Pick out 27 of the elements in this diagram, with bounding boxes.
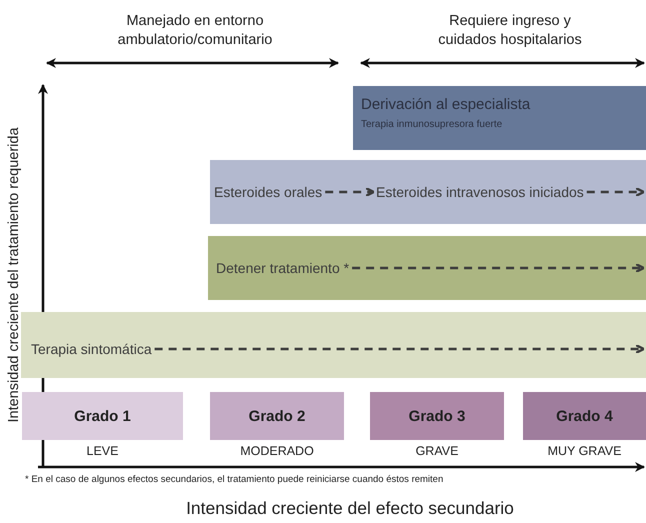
treatment-label: Detener tratamiento * [216, 260, 350, 276]
grade-box: Grado 4 [523, 392, 646, 440]
grade-box: Grado 1 [22, 392, 183, 440]
grade-box: Grado 3 [370, 392, 504, 440]
severity-label: LEVE [86, 444, 120, 458]
section-heading: Requiere ingreso y cuidados hospitalarios [437, 12, 583, 50]
dashed-arrow [154, 344, 645, 354]
treatment-band [353, 86, 646, 150]
severity-label: GRAVE [414, 444, 460, 458]
treatment-band [210, 160, 646, 224]
axis-title: Intensidad creciente del tratamiento requerida [6, 128, 22, 422]
treatment-band [21, 312, 646, 378]
dashed-arrow [586, 186, 645, 198]
band-subtext: Terapia inmunosupresora fuerte [361, 119, 502, 130]
severity-label: MUY GRAVE [546, 444, 622, 458]
footnote: * En el caso de algunos efectos secundarios, el tratamiento puede reiniciarse cuando éstos remiten [25, 474, 444, 486]
severity-label: MODERADO [239, 444, 315, 458]
grade-box: Grado 2 [210, 392, 344, 440]
section-heading: Manejado en entorno ambulatorio/comunitario [116, 12, 274, 50]
axis-title: Intensidad creciente del efecto secundario [185, 497, 515, 520]
treatment-label: Terapia sintomática [31, 341, 152, 357]
treatment-label: Esteroides intravenosos iniciados [376, 184, 584, 200]
dashed-arrow [352, 262, 645, 274]
band-heading: Derivación al especialista [361, 96, 530, 113]
dashed-arrow [325, 186, 375, 198]
treatment-label: Esteroides orales [214, 184, 322, 200]
treatment-band [208, 236, 646, 300]
